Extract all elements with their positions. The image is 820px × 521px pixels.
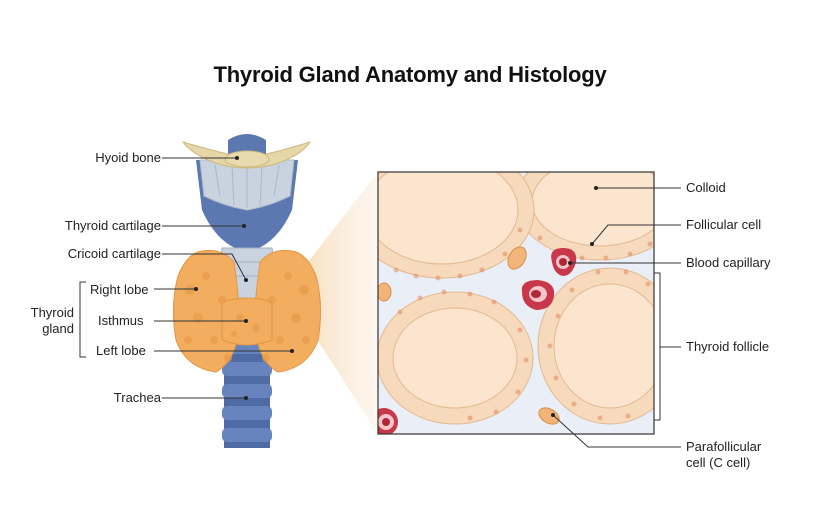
follicle-top-left [378,172,535,279]
blood-capillary [551,248,577,276]
thyroid-gland [172,249,322,373]
label-thyroid-follicle: Thyroid follicle [686,339,769,354]
parafollicular-cell [538,407,560,425]
parafollicular-cell [378,282,392,302]
label-parafollicular-line2: cell (C cell) [686,455,750,470]
label-parafollicular-line1: Parafollicular [686,439,762,454]
label-thyroid-gland-line2: gland [42,321,74,336]
blood-capillary [521,280,555,310]
parafollicular-cell [507,246,527,270]
histology-panel [377,171,655,435]
label-thyroid-gland-line1: Thyroid [31,305,74,320]
histology-leaders [551,186,681,448]
neck-anatomy [172,134,322,448]
anatomy-leaders [79,156,294,400]
label-right-lobe: Right lobe [90,282,149,297]
follicle-top-right [515,172,654,261]
blood-capillary [378,408,398,434]
label-follicular-cell: Follicular cell [686,217,761,232]
follicle-bottom-right [537,267,654,425]
label-colloid: Colloid [686,180,726,195]
label-trachea: Trachea [114,390,162,405]
label-hyoid-bone: Hyoid bone [95,150,161,165]
label-thyroid-cartilage: Thyroid cartilage [65,218,161,233]
follicular-nuclei [393,227,653,421]
label-left-lobe: Left lobe [96,343,146,358]
label-isthmus: Isthmus [98,313,144,328]
zoom-beam [298,172,378,434]
label-blood-capillary: Blood capillary [686,255,771,270]
diagram-title: Thyroid Gland Anatomy and Histology [213,62,607,87]
label-cricoid-cartilage: Cricoid cartilage [68,246,161,261]
follicle-bottom-left [378,291,534,425]
